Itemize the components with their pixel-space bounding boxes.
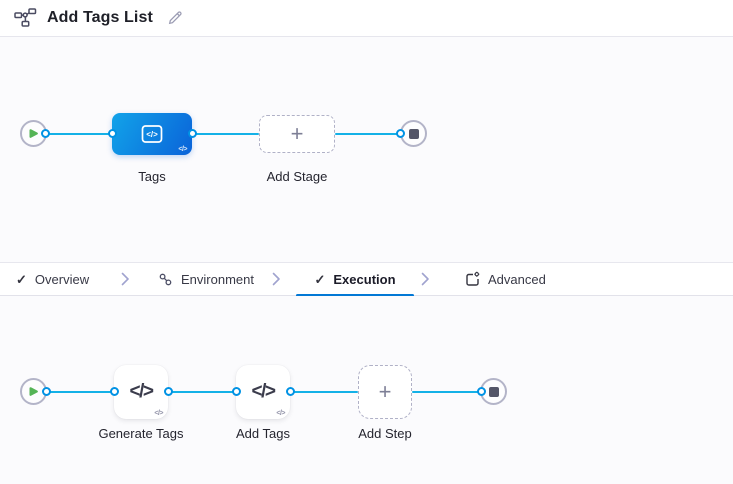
execution-canvas[interactable]: </> </> </> </> + Generate Tags Add Tags… (0, 296, 733, 484)
code-badge-icon: </> (154, 410, 163, 417)
custom-stage-icon: </> (141, 125, 163, 143)
stop-icon (408, 128, 419, 139)
pipeline-flowchart-icon (14, 8, 37, 28)
connector-port[interactable] (110, 387, 119, 396)
tab-environment[interactable]: Environment (158, 263, 254, 295)
step-node-add-tags[interactable]: </> </> (236, 365, 290, 419)
connector-line (168, 391, 236, 393)
connector-line (335, 133, 400, 135)
connector-port[interactable] (232, 387, 241, 396)
check-icon: ✓ (16, 271, 27, 287)
connector-line (46, 133, 112, 135)
connector-port[interactable] (108, 129, 117, 138)
stop-icon (488, 386, 499, 397)
connector-port[interactable] (396, 129, 405, 138)
tab-advanced[interactable]: Advanced (464, 263, 546, 295)
step-label: Generate Tags (98, 426, 184, 441)
play-icon (29, 128, 38, 138)
add-step-label: Add Step (358, 426, 412, 441)
code-badge-icon: </> (276, 410, 285, 417)
tab-label: Execution (333, 271, 396, 287)
connector-port[interactable] (477, 387, 486, 396)
tab-label: Overview (34, 271, 90, 287)
play-icon (29, 386, 38, 396)
chevron-right-icon (421, 272, 429, 286)
script-step-icon: </> (129, 381, 154, 402)
plus-icon: + (290, 121, 304, 146)
add-stage-label: Add Stage (266, 169, 328, 184)
stage-config-tabbar: ✓ Overview Environment ✓ Execution (0, 262, 733, 297)
edit-pencil-icon[interactable] (167, 10, 183, 26)
connector-line (290, 391, 358, 393)
tab-label: Environment (181, 271, 254, 287)
step-node-generate-tags[interactable]: </> </> (114, 365, 168, 419)
stage-label: Tags (138, 169, 166, 184)
code-badge-icon: </> (178, 146, 187, 153)
tab-execution[interactable]: ✓ Execution (296, 263, 414, 297)
connector-port[interactable] (164, 387, 173, 396)
tab-overview[interactable]: ✓ Overview (16, 263, 89, 295)
advanced-settings-icon (466, 271, 480, 286)
svg-text:</>: </> (146, 130, 158, 139)
connector-port[interactable] (286, 387, 295, 396)
environment-icon (159, 273, 172, 285)
connector-line (192, 133, 259, 135)
connector-port[interactable] (188, 129, 197, 138)
connector-port[interactable] (42, 387, 51, 396)
stage-node-tags[interactable]: </> </> (112, 113, 192, 155)
check-icon: ✓ (314, 271, 326, 287)
connector-line (412, 391, 481, 393)
tab-label: Advanced (488, 271, 546, 287)
step-label: Add Tags (236, 426, 290, 441)
connector-port[interactable] (41, 129, 50, 138)
add-stage-button[interactable]: + (259, 115, 335, 153)
pipeline-header: Add Tags List (0, 0, 733, 37)
plus-icon: + (378, 379, 392, 404)
stage-canvas[interactable]: </> </> + Tags Add Stage (0, 37, 733, 262)
chevron-right-icon (272, 272, 280, 286)
connector-line (46, 391, 114, 393)
pipeline-title: Add Tags List (47, 9, 153, 26)
add-step-button[interactable]: + (358, 365, 412, 419)
chevron-right-icon (121, 272, 129, 286)
script-step-icon: </> (251, 381, 276, 402)
